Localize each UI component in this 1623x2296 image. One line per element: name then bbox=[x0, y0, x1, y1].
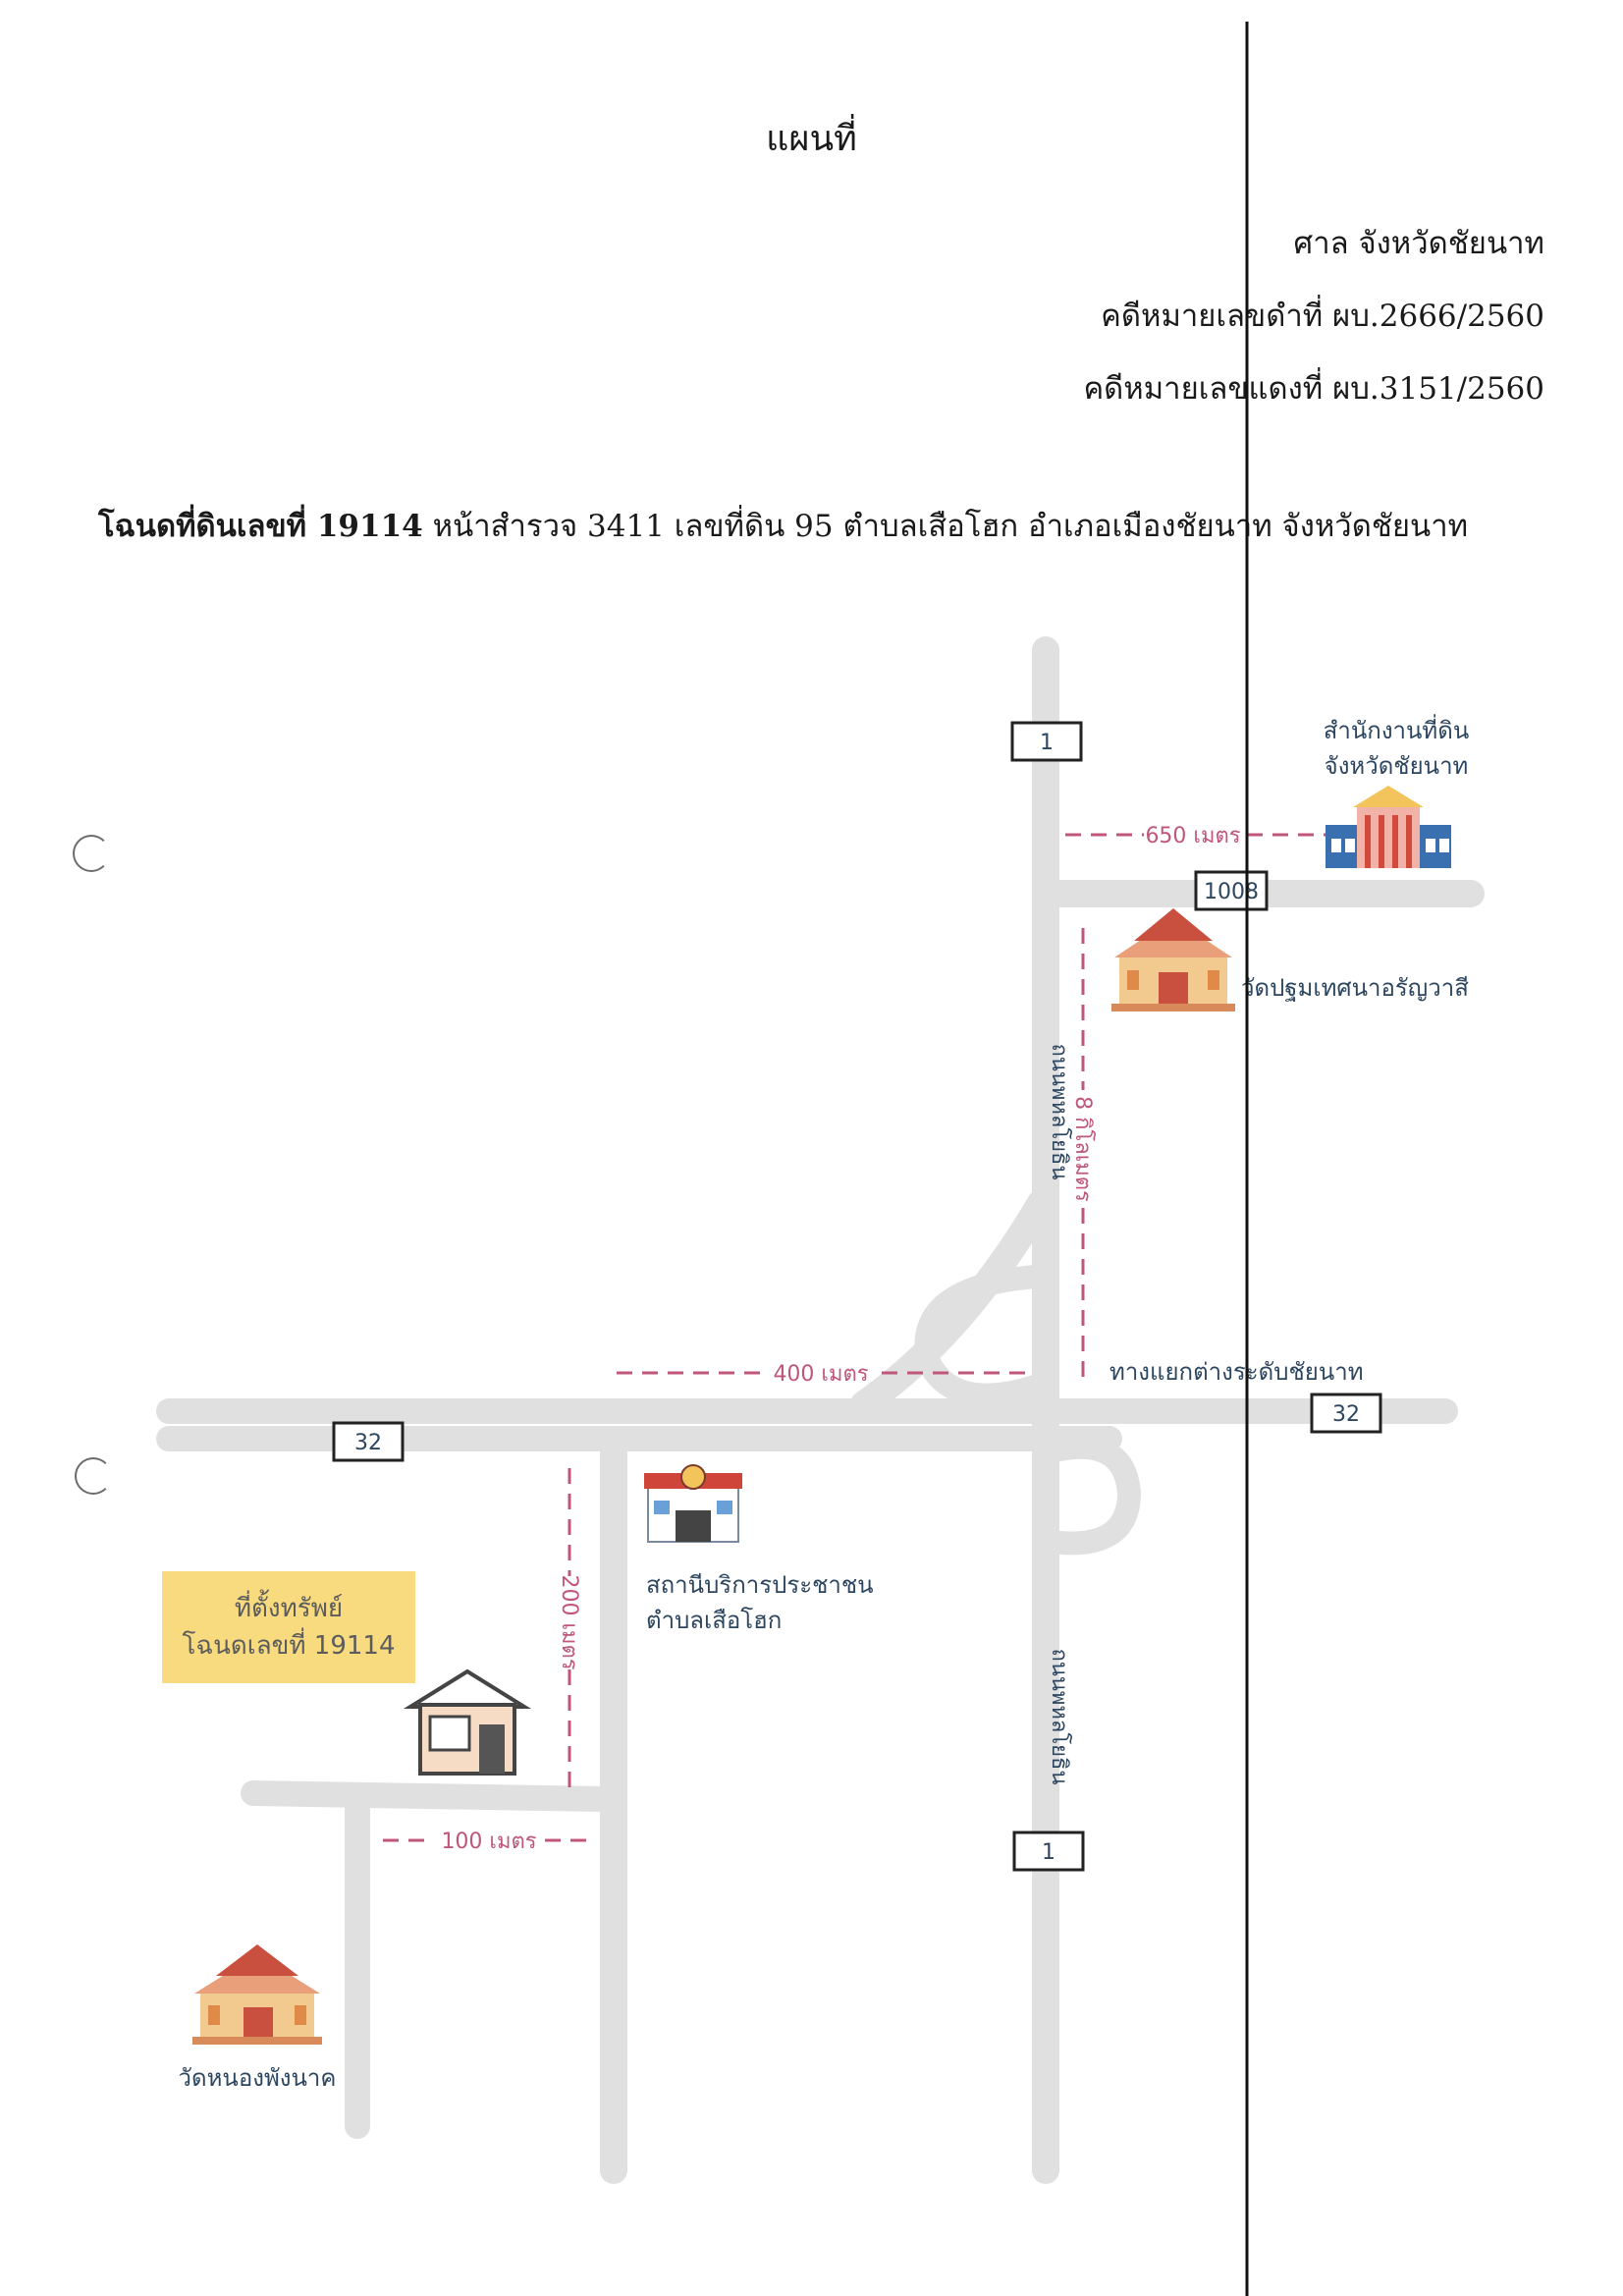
lane-road bbox=[241, 1780, 617, 1812]
interchange-label: ทางแยกต่างระดับชัยนาท bbox=[1109, 1358, 1364, 1386]
deed-number: โฉนดที่ดินเลขที่ 19114 bbox=[98, 509, 423, 544]
route-1008-marker: 1008 bbox=[1204, 880, 1259, 904]
deed-description: โฉนดที่ดินเลขที่ 19114 หน้าสำรวจ 3411 เล… bbox=[98, 501, 1468, 550]
route-1-marker: 1 bbox=[1042, 1840, 1055, 1865]
property-label: ที่ตั้งทรัพย์ bbox=[234, 1594, 344, 1623]
property-deed-number: โฉนดเลขที่ 19114 bbox=[182, 1631, 396, 1661]
service-station-label: ตำบลเสือโฮก bbox=[646, 1607, 782, 1634]
distance-side-road: 200 เมตร bbox=[557, 1574, 581, 1669]
temple-bottom-label: วัดหนองพังนาค bbox=[179, 2064, 337, 2092]
distance-land-office: 650 เมตร bbox=[1145, 824, 1240, 848]
red-case-number: คดีหมายเลขแดงที่ ผบ.3151/2560 bbox=[1083, 371, 1544, 407]
route-1-marker: 1 bbox=[1040, 731, 1054, 755]
distance-lane: 100 เมตร bbox=[441, 1830, 536, 1854]
distance-junction: 400 เมตร bbox=[773, 1362, 868, 1387]
land-office-icon bbox=[1325, 786, 1451, 868]
route-32-marker: 32 bbox=[1332, 1402, 1360, 1427]
property-location-box: ที่ตั้งทรัพย์ โฉนดเลขที่ 19114 bbox=[162, 1571, 415, 1683]
punch-hole-mark bbox=[73, 835, 110, 872]
black-case-number: คดีหมายเลขดำที่ ผบ.2666/2560 bbox=[1101, 299, 1544, 334]
service-station-label: สถานีบริการประชาชน bbox=[646, 1571, 874, 1599]
temple-top-label: วัดปฐมเทศนาอรัญวาสี bbox=[1241, 974, 1469, 1002]
court-name: ศาล จังหวัดชัยนาท bbox=[1293, 226, 1544, 261]
interchange-loop-bottom bbox=[1039, 1435, 1142, 1556]
land-office-label: จังหวัดชัยนาท bbox=[1325, 752, 1469, 780]
map-title: แผนที่ bbox=[766, 119, 857, 159]
route-32-marker: 32 bbox=[354, 1431, 382, 1455]
house-icon bbox=[403, 1668, 532, 1776]
interchange-ramp bbox=[850, 1189, 1055, 1418]
road-markers: 1 1008 32 32 1 bbox=[332, 721, 1382, 1872]
distance-lines bbox=[383, 833, 1335, 1842]
temple-icon bbox=[1111, 908, 1235, 1011]
roads bbox=[156, 636, 1485, 2184]
land-office-label: สำนักงานที่ดิน bbox=[1324, 714, 1469, 744]
interchange-loop-top bbox=[914, 1265, 1053, 1407]
deed-location: หน้าสำรวจ 3411 เลขที่ดิน 95 ตำบลเสือโฮก … bbox=[422, 509, 1469, 544]
road-name-phahonyothin: ถนนพหลโยธิน bbox=[1047, 1648, 1072, 1784]
temple-icon bbox=[192, 1944, 322, 2045]
road-name-phahonyothin: ถนนพหลโยธิน bbox=[1047, 1043, 1072, 1179]
punch-hole-mark bbox=[75, 1457, 112, 1495]
service-station-icon bbox=[644, 1464, 742, 1543]
distance-interchange: 8 กิโลเมตร bbox=[1070, 1096, 1096, 1202]
